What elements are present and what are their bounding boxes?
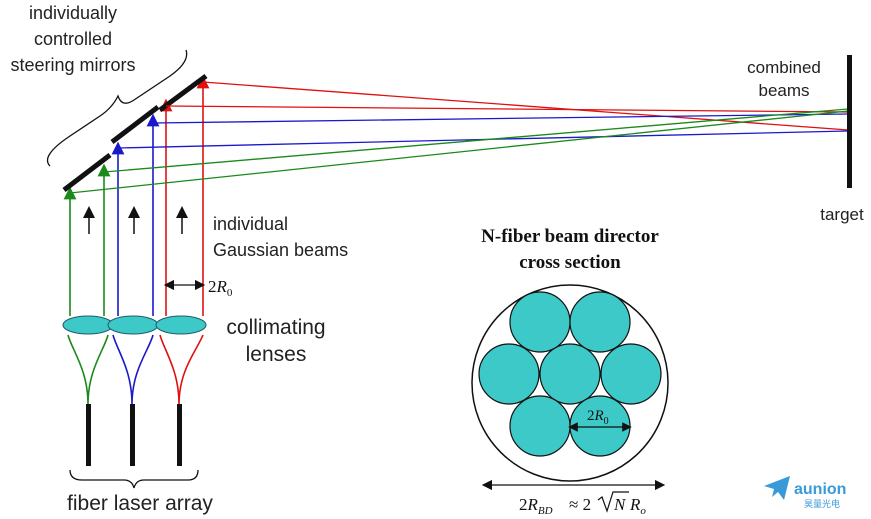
collimated-beams [63, 75, 210, 316]
sqrt-sign [597, 491, 629, 513]
ray-green-1 [103, 108, 849, 173]
mirrors-label-1: individually [29, 3, 117, 23]
mirror-2 [110, 105, 160, 144]
mirrors-label-2: controlled [34, 29, 112, 49]
svg-text:Ro: Ro [629, 495, 646, 517]
fibers [86, 404, 182, 466]
mirror-3 [158, 73, 208, 113]
svg-text:2RBD: 2RBD [519, 495, 553, 517]
collimating-lenses [62, 315, 207, 335]
lens-1 [62, 315, 114, 335]
fiber-2 [130, 404, 135, 466]
combined-label-2: beams [758, 81, 809, 100]
fiber-3 [177, 404, 182, 466]
fiber-array-label: fiber laser array [67, 492, 213, 515]
core-right [600, 343, 662, 405]
mirrors-label-3: steering mirrors [10, 55, 135, 75]
cross-section-title-1: N-fiber beam director [481, 226, 659, 247]
core-bottom-left [509, 395, 571, 457]
propagation-arrows [83, 206, 188, 234]
ray-blue-1 [152, 113, 849, 124]
aunion-logo: aunion 昊量光电 [764, 476, 846, 509]
core-top-right [569, 291, 631, 353]
svg-text:≈ 2: ≈ 2 [569, 495, 591, 514]
gaussian-label-2: Gaussian beams [213, 240, 348, 260]
core-center [539, 343, 601, 405]
core-bottom-right [569, 395, 631, 457]
ray-green-2 [69, 110, 849, 194]
combined-label-1: combined [747, 58, 821, 77]
target-label: target [820, 205, 864, 224]
cone-blue [112, 334, 154, 405]
gaussian-label-1: individual [213, 214, 288, 234]
fiber-cores [478, 291, 662, 457]
mirrors-brace [46, 49, 188, 167]
diverging-beams [67, 334, 204, 405]
collimating-label-2: lenses [246, 343, 307, 366]
cone-green [67, 334, 109, 405]
beam-width-label: 2R0 [208, 277, 233, 299]
ray-red-1 [202, 81, 849, 131]
reflected-beams [69, 81, 849, 194]
cone-red [159, 334, 204, 405]
cross-section-title-2: cross section [519, 252, 621, 273]
core-diameter-label: 2R0 [587, 408, 609, 427]
lens-2 [107, 315, 159, 335]
ray-red-2 [165, 105, 849, 113]
core-top-left [509, 291, 571, 353]
fiber-array-brace [69, 469, 199, 489]
svg-text:N: N [613, 495, 627, 514]
bundle-diameter-formula: 2RBD ≈ 2 N Ro [519, 491, 646, 517]
core-left [478, 343, 540, 405]
mirror-1 [62, 153, 112, 192]
steering-mirrors [62, 73, 208, 192]
target-plate [847, 55, 852, 188]
paper-plane-icon [764, 476, 790, 500]
logo-name: aunion [794, 481, 846, 498]
logo-tagline: 昊量光电 [804, 498, 840, 509]
fiber-1 [86, 404, 91, 466]
lens-3 [155, 315, 207, 335]
collimating-label-1: collimating [226, 316, 325, 339]
